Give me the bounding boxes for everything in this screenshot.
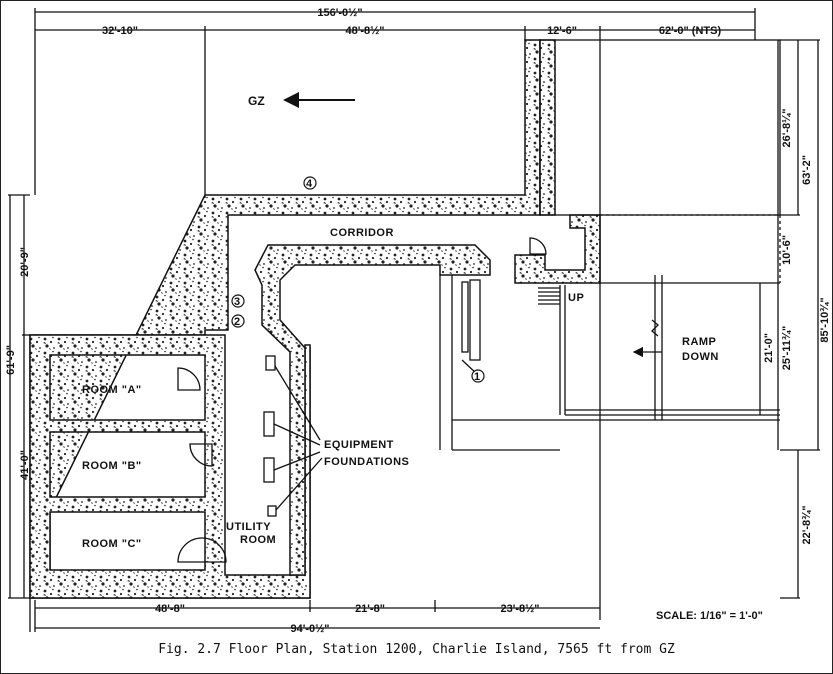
figure-caption: Fig. 2.7 Floor Plan, Station 1200, Charl… xyxy=(158,642,675,657)
dim-top-overall: 156'-0½" xyxy=(317,7,362,19)
equipment-pad xyxy=(263,411,275,437)
dim-bottom-overall: 94'-0½" xyxy=(290,623,329,635)
marker-4 xyxy=(303,176,317,190)
interior-lines xyxy=(8,8,820,632)
room-a-label: ROOM "A" xyxy=(82,384,142,396)
dim-left-upper: 20'-9" xyxy=(19,247,31,277)
marker-3-label: 3 xyxy=(234,296,240,308)
stair-treads xyxy=(538,287,560,305)
marker-1 xyxy=(471,369,485,383)
marker-4-label: 4 xyxy=(306,178,313,190)
floor-plan-diagram: 1 2 3 4 GZ CORRIDOR ROOM "A" ROOM "B" RO… xyxy=(5,7,831,635)
inner-block-wall xyxy=(254,244,491,576)
equipment-label-2: FOUNDATIONS xyxy=(324,456,409,468)
corridor-label: CORRIDOR xyxy=(330,227,394,239)
dim-top-seg3: 12'-6" xyxy=(547,25,577,37)
utility-room-label-1: UTILITY xyxy=(226,521,271,533)
equipment-pad xyxy=(267,505,277,517)
instrument-markers xyxy=(231,176,485,383)
gz-label: GZ xyxy=(248,94,265,108)
dim-bottom-seg2: 21'-8" xyxy=(355,603,385,615)
dim-right-d2: 63'-2" xyxy=(801,155,813,185)
equipment-pad xyxy=(263,457,275,483)
ramp-label-1: RAMP xyxy=(682,336,716,348)
dim-left-overall: 61'-9" xyxy=(5,345,17,375)
dim-right-d5: 21'-0" xyxy=(763,333,775,363)
concrete-walls xyxy=(29,39,601,599)
stair-wall xyxy=(514,214,601,284)
dim-top-seg1: 32'-10" xyxy=(102,25,138,37)
marker-3 xyxy=(231,294,245,308)
dim-right-d1: 26'-8¼" xyxy=(781,108,793,147)
dim-right-d4: 10'-6" xyxy=(781,235,793,265)
room-b-label: ROOM "B" xyxy=(82,460,142,472)
dim-top-seg2: 48'-8½" xyxy=(345,25,384,37)
dim-bottom-seg3: 23'-8½" xyxy=(500,603,539,615)
marker-2 xyxy=(231,314,245,328)
equipment-pad xyxy=(265,355,276,371)
ramp-label-2: DOWN xyxy=(682,351,719,363)
marker-1-label: 1 xyxy=(474,371,480,383)
dim-top-seg4: 62'-0" (NTS) xyxy=(659,25,722,37)
dim-bottom-seg1: 48'-8" xyxy=(155,603,185,615)
scale-label: SCALE: 1/16" = 1'-0" xyxy=(656,610,763,622)
utility-room-label-2: ROOM xyxy=(240,534,276,546)
north-wall-stub xyxy=(539,39,556,216)
dim-right-d7: 22'-8¾" xyxy=(801,505,813,544)
outer-wall xyxy=(29,39,541,599)
dim-right-d3: 85'-10¾" xyxy=(819,297,831,342)
equipment-label-1: EQUIPMENT xyxy=(324,439,394,451)
room-c-label: ROOM "C" xyxy=(82,538,142,550)
dim-right-d6: 25'-11¾" xyxy=(781,326,793,371)
room-block-wall xyxy=(29,334,311,599)
dim-left-lower: 41'-0" xyxy=(19,450,31,480)
marker-2-label: 2 xyxy=(234,316,240,328)
up-label: UP xyxy=(568,292,584,304)
